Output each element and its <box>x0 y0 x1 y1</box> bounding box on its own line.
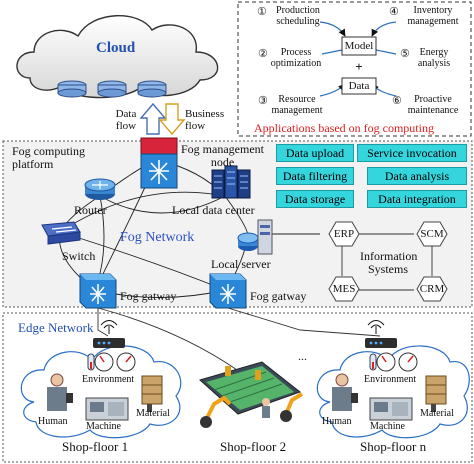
shopfloor1-machine-icon <box>85 397 129 421</box>
cloud-label: Cloud <box>96 40 136 56</box>
shopfloorn-cloud <box>316 345 470 439</box>
model-box <box>341 36 377 56</box>
applications-frame <box>237 1 472 137</box>
shopfloorn-environment-icons <box>369 352 418 372</box>
service-invocation: Service invocation <box>357 144 467 162</box>
shopfloor1-cloud <box>20 345 182 439</box>
shopfloor1-material-label: Material <box>136 408 170 419</box>
switch-icon <box>41 221 81 245</box>
erp-node: ERP <box>333 228 355 240</box>
crm-node: CRM <box>419 283 445 295</box>
service-data-analysis: Data analysis <box>367 167 467 185</box>
business-flow-arrow <box>158 103 186 136</box>
fog-gateway-left-icon <box>79 273 117 309</box>
app-item-4-num: ④ <box>389 6 399 18</box>
app-item-6-num: ⑥ <box>392 95 402 107</box>
info-systems-nodes <box>328 221 448 302</box>
app-item-5-num: ⑤ <box>400 48 410 60</box>
shopfloor1-gateway-device <box>93 320 125 348</box>
shopfloorn-human-label: Human <box>322 416 352 427</box>
app-item-2-label: Process optimization <box>270 47 322 69</box>
fog-management-node-label: Fog management node <box>181 142 264 169</box>
shopfloor2-production-line-icon <box>198 361 304 428</box>
app-item-2-num: ② <box>258 48 268 60</box>
data-box <box>341 77 377 95</box>
fog-network-label: Fog Network <box>120 230 195 245</box>
model-label: Model <box>344 40 374 52</box>
shopfloorn-title: Shop-floor n <box>360 439 427 454</box>
app-item-3-label: Resource management <box>271 94 323 116</box>
app-item-4-label: Inventory management <box>407 5 459 27</box>
information-systems-label: Information Systems <box>360 249 418 276</box>
switch-label: Switch <box>62 249 96 263</box>
mes-node: MES <box>332 283 356 295</box>
data-label: Data <box>348 80 370 92</box>
shopfloorn-material-icon <box>425 375 447 412</box>
service-data-integration: Data integration <box>367 190 467 208</box>
app-item-5-label: Energy analysis <box>417 47 451 69</box>
gateway-to-shopfloor-links <box>97 307 381 373</box>
shopfloor1-environment-icons <box>87 352 136 372</box>
ellipsis: ... <box>298 349 307 363</box>
shopfloorn-gateway-device <box>365 320 397 348</box>
fog-gateway-right-label: Fog gatway <box>250 289 307 303</box>
shopfloor1-human-icon <box>47 373 73 411</box>
app-item-1-label: Production scheduling <box>276 5 320 27</box>
local-server-label: Local server <box>211 257 271 271</box>
local-data-center-label: Local data center <box>172 203 255 217</box>
scm-node: SCM <box>420 228 444 240</box>
edge-network-label: Edge Network <box>18 320 94 335</box>
plus-sign: + <box>355 59 363 74</box>
applications-caption: Applications based on fog computing <box>254 121 434 135</box>
data-flow-arrow <box>139 102 167 135</box>
fog-gateway-right-icon <box>209 273 247 309</box>
router-label: Router <box>74 203 107 217</box>
shopfloorn-material-label: Material <box>420 408 454 419</box>
data-flow-label: Data flow <box>115 108 137 132</box>
service-data-upload: Data upload <box>276 144 354 162</box>
business-flow-label: Business flow <box>185 108 225 132</box>
shopfloor1-material-icon <box>141 375 163 412</box>
local-server-icon <box>237 219 273 255</box>
app-item-6-label: Proactive maintenance <box>407 94 459 116</box>
fog-management-node-icon <box>140 137 178 189</box>
shopfloor1-machine-label: Machine <box>86 421 121 432</box>
shopfloor2-title: Shop-floor 2 <box>220 439 287 454</box>
app-item-1-num: ① <box>257 6 267 18</box>
cloud-shape <box>16 14 219 99</box>
fog-gateway-left-label: Fog gatway <box>120 289 177 303</box>
service-data-filtering: Data filtering <box>276 167 354 185</box>
app-item-3-num: ③ <box>258 95 268 107</box>
router-icon <box>84 178 116 200</box>
service-data-storage: Data storage <box>276 190 354 208</box>
shopfloorn-machine-icon <box>369 397 413 421</box>
shopfloorn-human-icon <box>332 373 358 411</box>
shopfloorn-environment-label: Environment <box>364 374 417 385</box>
info-systems-links <box>341 233 433 291</box>
local-data-center-icon <box>211 165 251 199</box>
shopfloor1-human-label: Human <box>38 416 68 427</box>
cloud-storage-drums <box>57 80 167 98</box>
shopfloor1-environment-label: Environment <box>82 374 135 385</box>
fog-platform-label: Fog computing platform <box>12 144 86 171</box>
shopfloor1-title: Shop-floor 1 <box>62 439 129 454</box>
shopfloorn-machine-label: Machine <box>370 421 405 432</box>
